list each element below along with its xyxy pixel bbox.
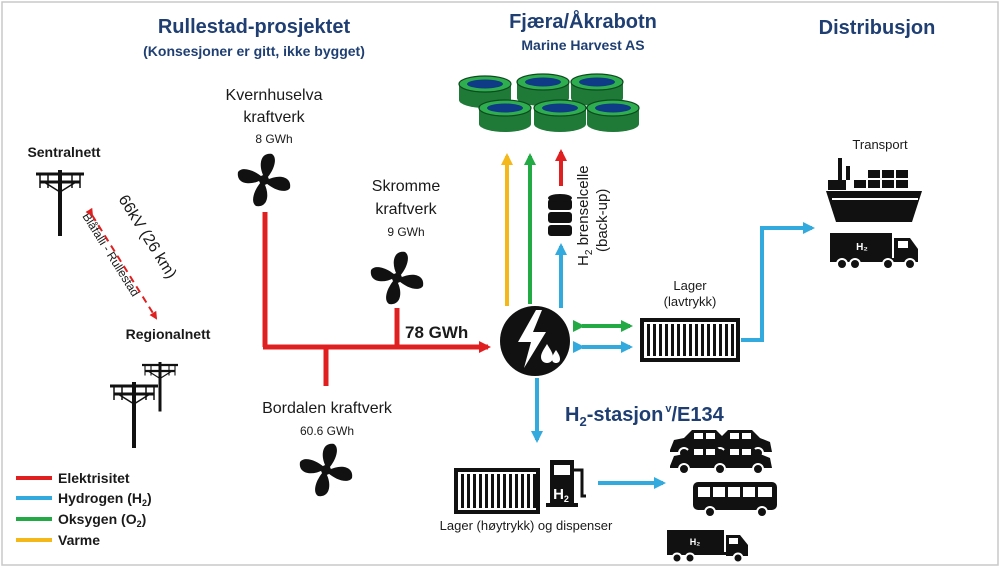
bordalen-energy: 60.6 GWh [300,424,354,438]
fish-farm-tanks-icon [458,73,640,133]
regional-pylon-icon [108,360,180,450]
distribution-title: Distribusjon [819,17,936,39]
legend-oxygen-sub: 2 [137,519,142,529]
transport-label: Transport [852,137,908,152]
kvernhuselva-energy: 8 GWh [255,132,292,146]
regional-grid-label: Regionalnett [126,326,211,342]
bus-icon [693,482,777,518]
site-title: Fjæra/Åkrabotn [509,9,657,33]
fuel-cell-h: H [575,255,592,266]
bordalen-name: Bordalen kraftverk [262,400,393,417]
small-hydrogen-truck-icon: H₂ [667,530,748,564]
legend-oxygen-label: Oksygen (O2) [58,511,146,529]
high-pressure-storage-label: Lager (høytrykk) og dispenser [440,518,613,533]
central-pylon-icon [34,168,86,238]
project-subtitle: (Konsesjoner er gitt, ikke bygget) [143,43,365,59]
cars-icon [669,429,773,475]
station-h-sub: 2 [579,414,586,429]
station-h: H [565,404,579,426]
bordalen-turbine-icon [299,443,353,497]
fuel-cell-backup: (back-up) [594,189,611,252]
skromme-turbine-icon [370,251,424,305]
legend-hydrogen-sub: 2 [142,498,147,508]
legend: Elektrisitet Hydrogen (H2) Oksygen (O2) … [16,470,152,548]
svg-text:H2 brenselcelle: H2 brenselcelle [575,165,595,266]
skromme-energy: 9 GWh [387,225,424,239]
ship-icon [826,158,922,222]
low-pressure-container-icon [640,318,740,362]
site-subtitle: Marine Harvest AS [521,37,644,53]
legend-heat-label: Varme [58,532,100,548]
station-text: -stasjon [587,404,664,426]
fuel-cell-icon [548,194,572,236]
station-sup: v [665,403,672,415]
legend-hydrogen-suffix: ) [147,490,152,506]
legend-hydrogen-label: Hydrogen (H2) [58,490,152,508]
project-title: Rullestad-prosjektet [158,16,351,38]
dispenser-h-sub: 2 [564,494,569,504]
hydrogen-truck-icon: H₂ [830,233,918,270]
dispenser-icon: H2 [546,460,586,507]
kvernhuselva-turbine-icon [237,153,291,207]
kvernhuselva-type: kraftverk [243,109,305,126]
station-road: /E134 [672,404,725,426]
fuel-cell-text: brenselcelle [575,165,592,249]
total-energy-label: 78 GWh [405,323,468,342]
small-truck-h2-label: H₂ [690,537,701,547]
low-pressure-storage-title: Lager [673,278,707,293]
fuel-cell-h-sub: 2 [584,249,595,255]
electrolyser-icon [500,306,570,376]
low-pressure-storage-subtitle: (lavtrykk) [664,294,717,309]
truck-h2-label: H₂ [856,242,868,253]
hydrogen-to-transport-arrow [741,222,815,342]
central-grid-label: Sentralnett [27,144,100,160]
fuel-cell-label: H2 brenselcelle (back-up) [575,165,611,266]
dispenser-h2-label: H2 [553,486,569,504]
skromme-name: Skromme [372,178,441,195]
dispenser-h: H [553,486,564,503]
transmission-line [85,207,158,320]
electricity-lines [262,212,491,386]
legend-oxygen-suffix: ) [142,511,147,527]
legend-electricity-label: Elektrisitet [58,470,130,486]
legend-hydrogen-prefix: Hydrogen (H [58,490,142,506]
high-pressure-container-icon [454,468,540,514]
skromme-type: kraftverk [375,201,437,218]
kvernhuselva-name: Kvernhuselva [226,87,323,104]
legend-oxygen-prefix: Oksygen (O [58,511,137,527]
